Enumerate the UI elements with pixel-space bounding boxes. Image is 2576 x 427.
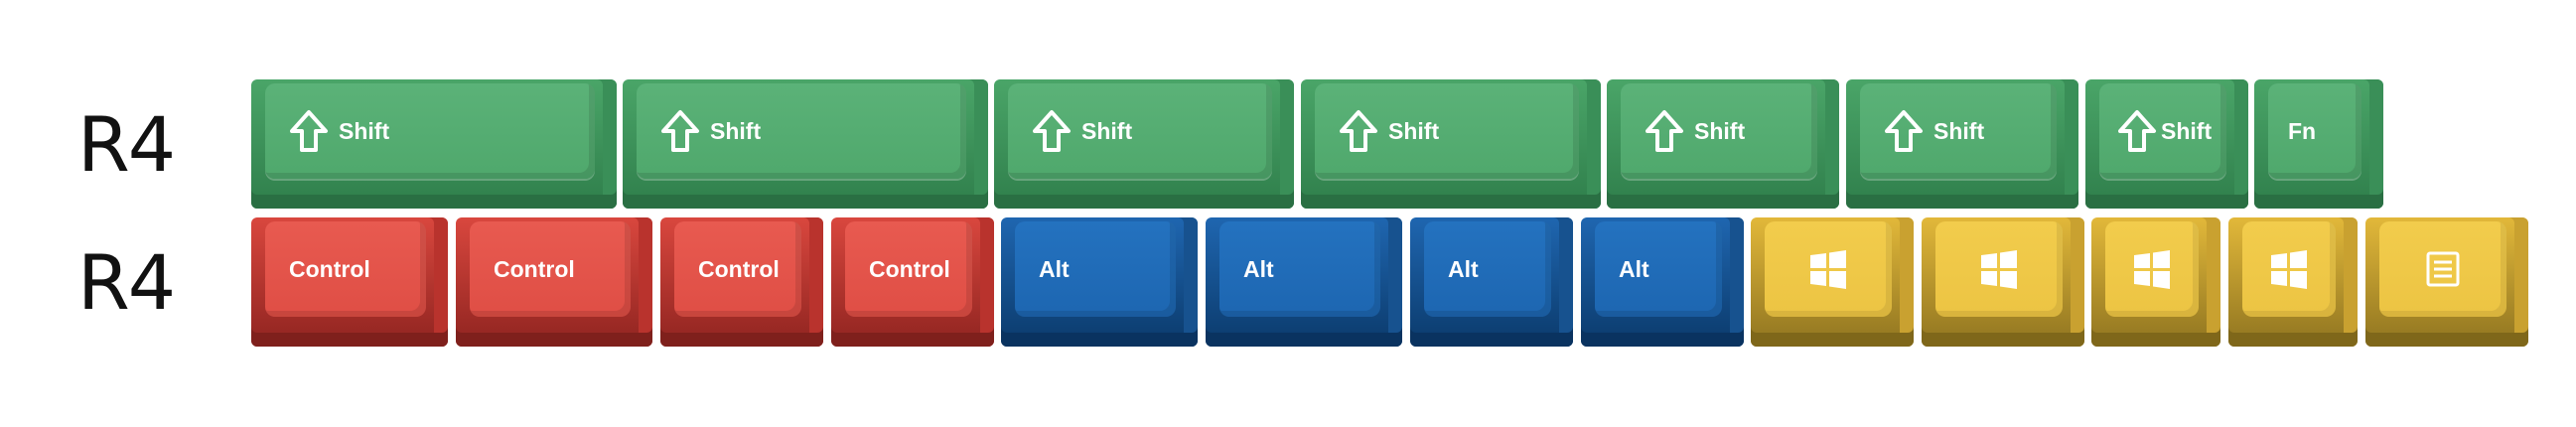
key-legend: Shift xyxy=(1388,117,1440,144)
shift-key[interactable]: Shift xyxy=(1607,79,1839,209)
windows-key[interactable] xyxy=(2091,217,2220,347)
control-key[interactable]: Control xyxy=(660,217,823,347)
windows-key[interactable] xyxy=(2228,217,2358,347)
windows-key[interactable] xyxy=(1751,217,1914,347)
shift-arrow-icon xyxy=(1339,109,1378,153)
shift-arrow-icon xyxy=(2117,109,2157,153)
alt-key[interactable]: Alt xyxy=(1410,217,1573,347)
key-legend: Shift xyxy=(1081,117,1133,144)
menu-icon xyxy=(2423,249,2463,289)
windows-logo-icon xyxy=(2132,249,2172,289)
key-legend: Shift xyxy=(1933,117,1985,144)
control-key[interactable]: Control xyxy=(456,217,652,347)
alt-key[interactable]: Alt xyxy=(1001,217,1198,347)
windows-logo-icon xyxy=(2269,249,2309,289)
key-legend: Shift xyxy=(710,117,762,144)
row-label-r4-top: R4 xyxy=(77,100,176,189)
windows-key[interactable] xyxy=(1922,217,2084,347)
shift-arrow-icon xyxy=(1645,109,1684,153)
shift-key[interactable]: Shift xyxy=(251,79,617,209)
row-label-r4-bottom: R4 xyxy=(77,238,176,327)
control-key[interactable]: Control xyxy=(831,217,994,347)
key-legend: Shift xyxy=(2161,117,2213,144)
windows-logo-icon xyxy=(1808,249,1848,289)
alt-key[interactable]: Alt xyxy=(1581,217,1744,347)
key-legend: Control xyxy=(698,255,780,282)
shift-arrow-icon xyxy=(1032,109,1072,153)
key-legend: Alt xyxy=(1448,255,1479,282)
key-legend: Control xyxy=(289,255,370,282)
shift-arrow-icon xyxy=(660,109,700,153)
control-key[interactable]: Control xyxy=(251,217,448,347)
shift-key[interactable]: Shift xyxy=(623,79,988,209)
shift-key[interactable]: Shift xyxy=(994,79,1294,209)
key-legend: Alt xyxy=(1619,255,1649,282)
key-legend: Fn xyxy=(2288,117,2317,144)
shift-key[interactable]: Shift xyxy=(1846,79,2078,209)
shift-arrow-icon xyxy=(1884,109,1924,153)
key-legend: Shift xyxy=(339,117,390,144)
key-legend: Control xyxy=(494,255,575,282)
windows-logo-icon xyxy=(1979,249,2019,289)
shift-arrow-icon xyxy=(289,109,329,153)
key-legend: Shift xyxy=(1694,117,1746,144)
shift-key[interactable]: Shift xyxy=(1301,79,1601,209)
menu-key[interactable] xyxy=(2365,217,2528,347)
fn-key[interactable]: Fn xyxy=(2254,79,2383,209)
alt-key[interactable]: Alt xyxy=(1206,217,1402,347)
key-legend: Control xyxy=(869,255,950,282)
shift-key[interactable]: Shift xyxy=(2085,79,2248,209)
key-legend: Alt xyxy=(1039,255,1070,282)
key-legend: Alt xyxy=(1243,255,1274,282)
